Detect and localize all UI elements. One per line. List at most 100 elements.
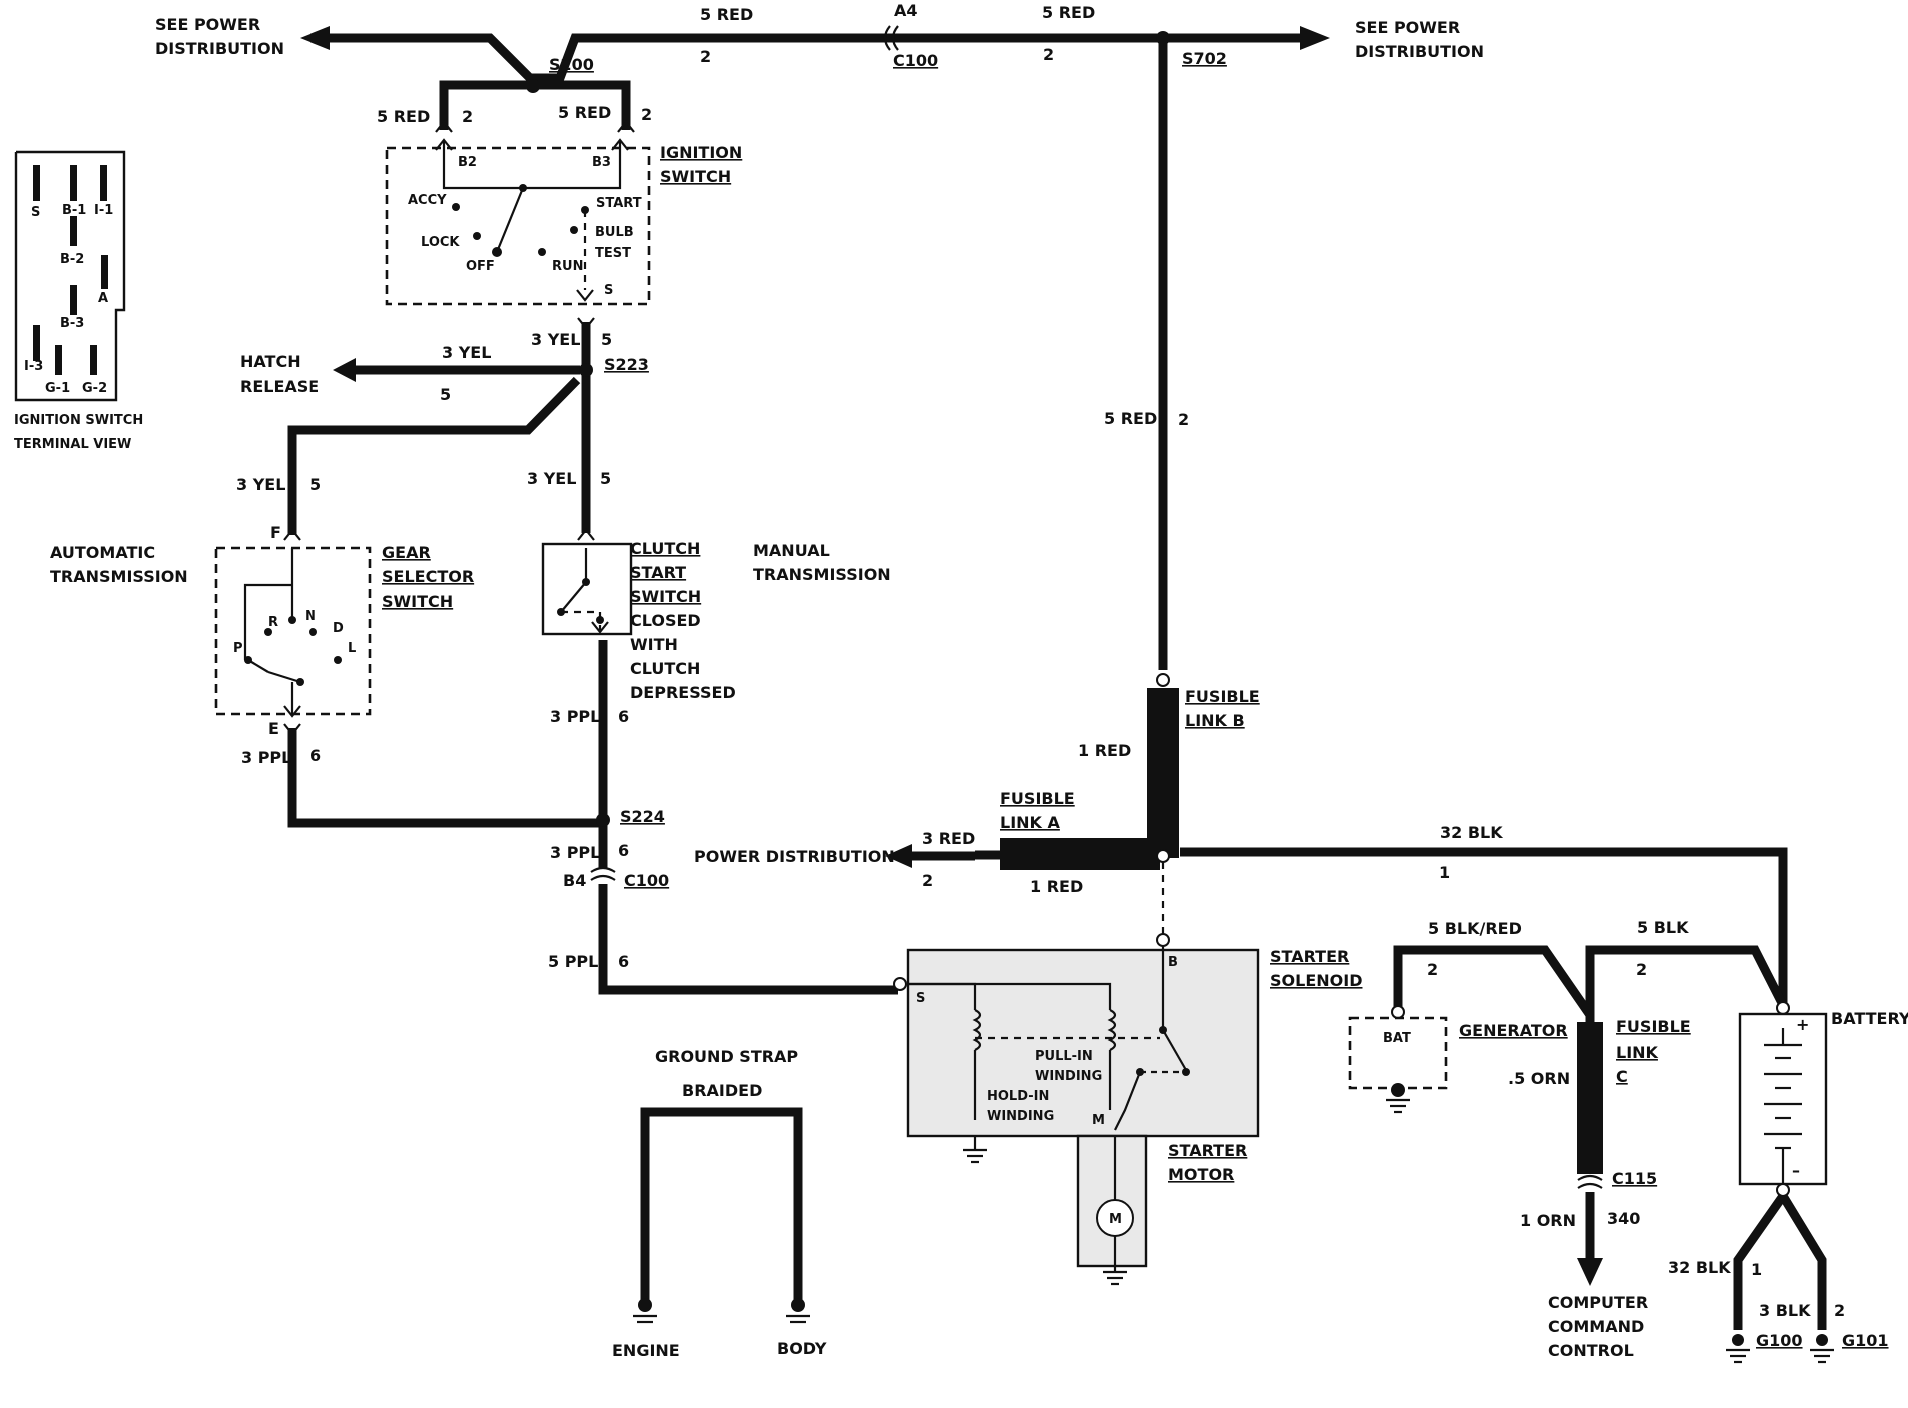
wire-label-left-yel: 3 YEL (236, 475, 285, 494)
pull-in-1: PULL-IN (1035, 1049, 1093, 1064)
wire-label-mid-ppl: 3 PPL (550, 707, 600, 726)
fusible-link-b-title-2: LINK B (1185, 711, 1245, 730)
sol-term-s: S (916, 991, 925, 1006)
ignition-switch (385, 138, 651, 306)
splice-s702-label: S702 (1182, 49, 1227, 68)
ground-icon (1810, 1334, 1834, 1364)
tv-a: A (98, 291, 108, 306)
see-power-dist-left-line1: SEE POWER (155, 15, 260, 34)
see-power-dist-left-line2: DISTRIBUTION (155, 39, 284, 58)
battery-plus: + (1796, 1015, 1809, 1034)
hold-in-1: HOLD-IN (987, 1089, 1049, 1104)
pos-run: RUN (552, 259, 583, 274)
wire-label-orn: 1 ORN (1520, 1211, 1576, 1230)
arrow-left-pd-icon (885, 844, 912, 868)
ground-icon (1103, 1260, 1127, 1286)
pos-r: R (268, 615, 278, 630)
pos-d: D (333, 621, 344, 636)
power-distribution-left: POWER DISTRIBUTION (694, 847, 895, 866)
arrow-left-icon (300, 26, 330, 50)
ground-g100-label: G100 (1756, 1331, 1803, 1350)
ground-icon (963, 1145, 987, 1164)
clutch-desc-4: DEPRESSED (630, 683, 736, 702)
wire-label-low-ppl: 3 PPL (550, 843, 600, 862)
ground-engine-label: ENGINE (612, 1341, 680, 1360)
fusible-link-a-title-2: LINK A (1000, 813, 1061, 832)
pos-start: START (596, 196, 642, 211)
tv-g2: G-2 (82, 381, 107, 396)
term-b2: B2 (458, 155, 477, 170)
wire-label-ign-out: 3 YEL (531, 330, 580, 349)
battery-label: BATTERY (1831, 1009, 1908, 1028)
wire-num-orn: 340 (1607, 1209, 1640, 1228)
sol-term-m: M (1092, 1113, 1105, 1128)
connector-c100-top-label: C100 (893, 51, 938, 70)
term-f: F (270, 523, 281, 542)
ignition-switch-terminal-view (14, 150, 126, 402)
wire-num-top-right: 2 (1043, 45, 1054, 64)
clutch-desc-2: WITH (630, 635, 678, 654)
terminal-view-title-1: IGNITION SWITCH (14, 413, 143, 428)
wire-num-left-yel: 5 (310, 475, 321, 494)
gear-selector-title-3: SWITCH (382, 592, 453, 611)
wire-num-low-ppl: 6 (618, 841, 629, 860)
start-circuit-ppl (283, 640, 907, 995)
wire-num-top-left: 2 (700, 47, 711, 66)
wire-num-red-vert: 2 (1178, 410, 1189, 429)
pos-p: P (233, 641, 243, 656)
wire-label-gen: 5 BLK/RED (1428, 919, 1522, 938)
pos-accy: ACCY (408, 193, 447, 208)
ccc-title-3: CONTROL (1548, 1341, 1634, 1360)
generator-feed (1393, 945, 1788, 1025)
starter-solenoid (906, 933, 1260, 1145)
wire-label-sol-ppl: 5 PPL (548, 952, 598, 971)
connector-c115-icon (1577, 1174, 1603, 1189)
wire-num-ign-out: 5 (601, 330, 612, 349)
ignition-switch-feed (435, 80, 635, 133)
splice-s224-label: S224 (620, 807, 665, 826)
fusible-link-c (1577, 1022, 1603, 1174)
fusible-link-a (1000, 838, 1160, 870)
wire-label-pd: 3 RED (922, 829, 975, 848)
connector-c100-top-icon (883, 25, 899, 51)
connector-a4-label: A4 (894, 1, 918, 20)
wire-num-left-ppl: 6 (310, 746, 321, 765)
splice-s224 (596, 813, 610, 827)
battery-minus: – (1792, 1161, 1800, 1180)
clutch-title-3: SWITCH (630, 587, 701, 606)
wire-label-sw-in-left: 5 RED (377, 107, 430, 126)
clutch-desc-3: CLUTCH (630, 659, 700, 678)
wire-label-top-right: 5 RED (1042, 3, 1095, 22)
fusible-link-c-title-3: C (1616, 1067, 1628, 1086)
generator-label: GENERATOR (1459, 1021, 1568, 1040)
generator (1348, 1005, 1448, 1114)
see-power-dist-right-line2: DISTRIBUTION (1355, 42, 1484, 61)
tv-b3: B-3 (60, 316, 84, 331)
wire-label-mid-yel: 3 YEL (527, 469, 576, 488)
term-b3: B3 (592, 155, 611, 170)
tv-i3: I-3 (24, 359, 43, 374)
ground-strap-title-1: GROUND STRAP (655, 1047, 798, 1066)
manual-transmission-2: TRANSMISSION (753, 565, 891, 584)
clutch-title-2: START (630, 563, 686, 582)
ccc-title-2: COMMAND (1548, 1317, 1644, 1336)
ccc-title-1: COMPUTER (1548, 1293, 1648, 1312)
ground-icon (1726, 1334, 1750, 1364)
battery (1733, 1001, 1828, 1330)
wire-num-gnd-blk2: 2 (1834, 1301, 1845, 1320)
pos-test: TEST (595, 246, 631, 261)
pos-l: L (348, 641, 356, 656)
gear-selector-switch (214, 546, 372, 718)
term-s: S (604, 283, 613, 298)
pos-lock: LOCK (421, 235, 460, 250)
wire-label-blk-main: 32 BLK (1440, 823, 1503, 842)
tv-b1: B-1 (62, 203, 86, 218)
wire-label-orn-small: .5 ORN (1508, 1069, 1570, 1088)
gear-selector-title-1: GEAR (382, 543, 431, 562)
splice-s200-label: S200 (549, 55, 594, 74)
connector-c115-label: C115 (1612, 1169, 1657, 1188)
gear-selector-title-2: SELECTOR (382, 567, 474, 586)
ground-strap-braided (633, 1107, 810, 1324)
wire-num-bat: 2 (1636, 960, 1647, 979)
ground-strap-title-2: BRAIDED (682, 1081, 762, 1100)
